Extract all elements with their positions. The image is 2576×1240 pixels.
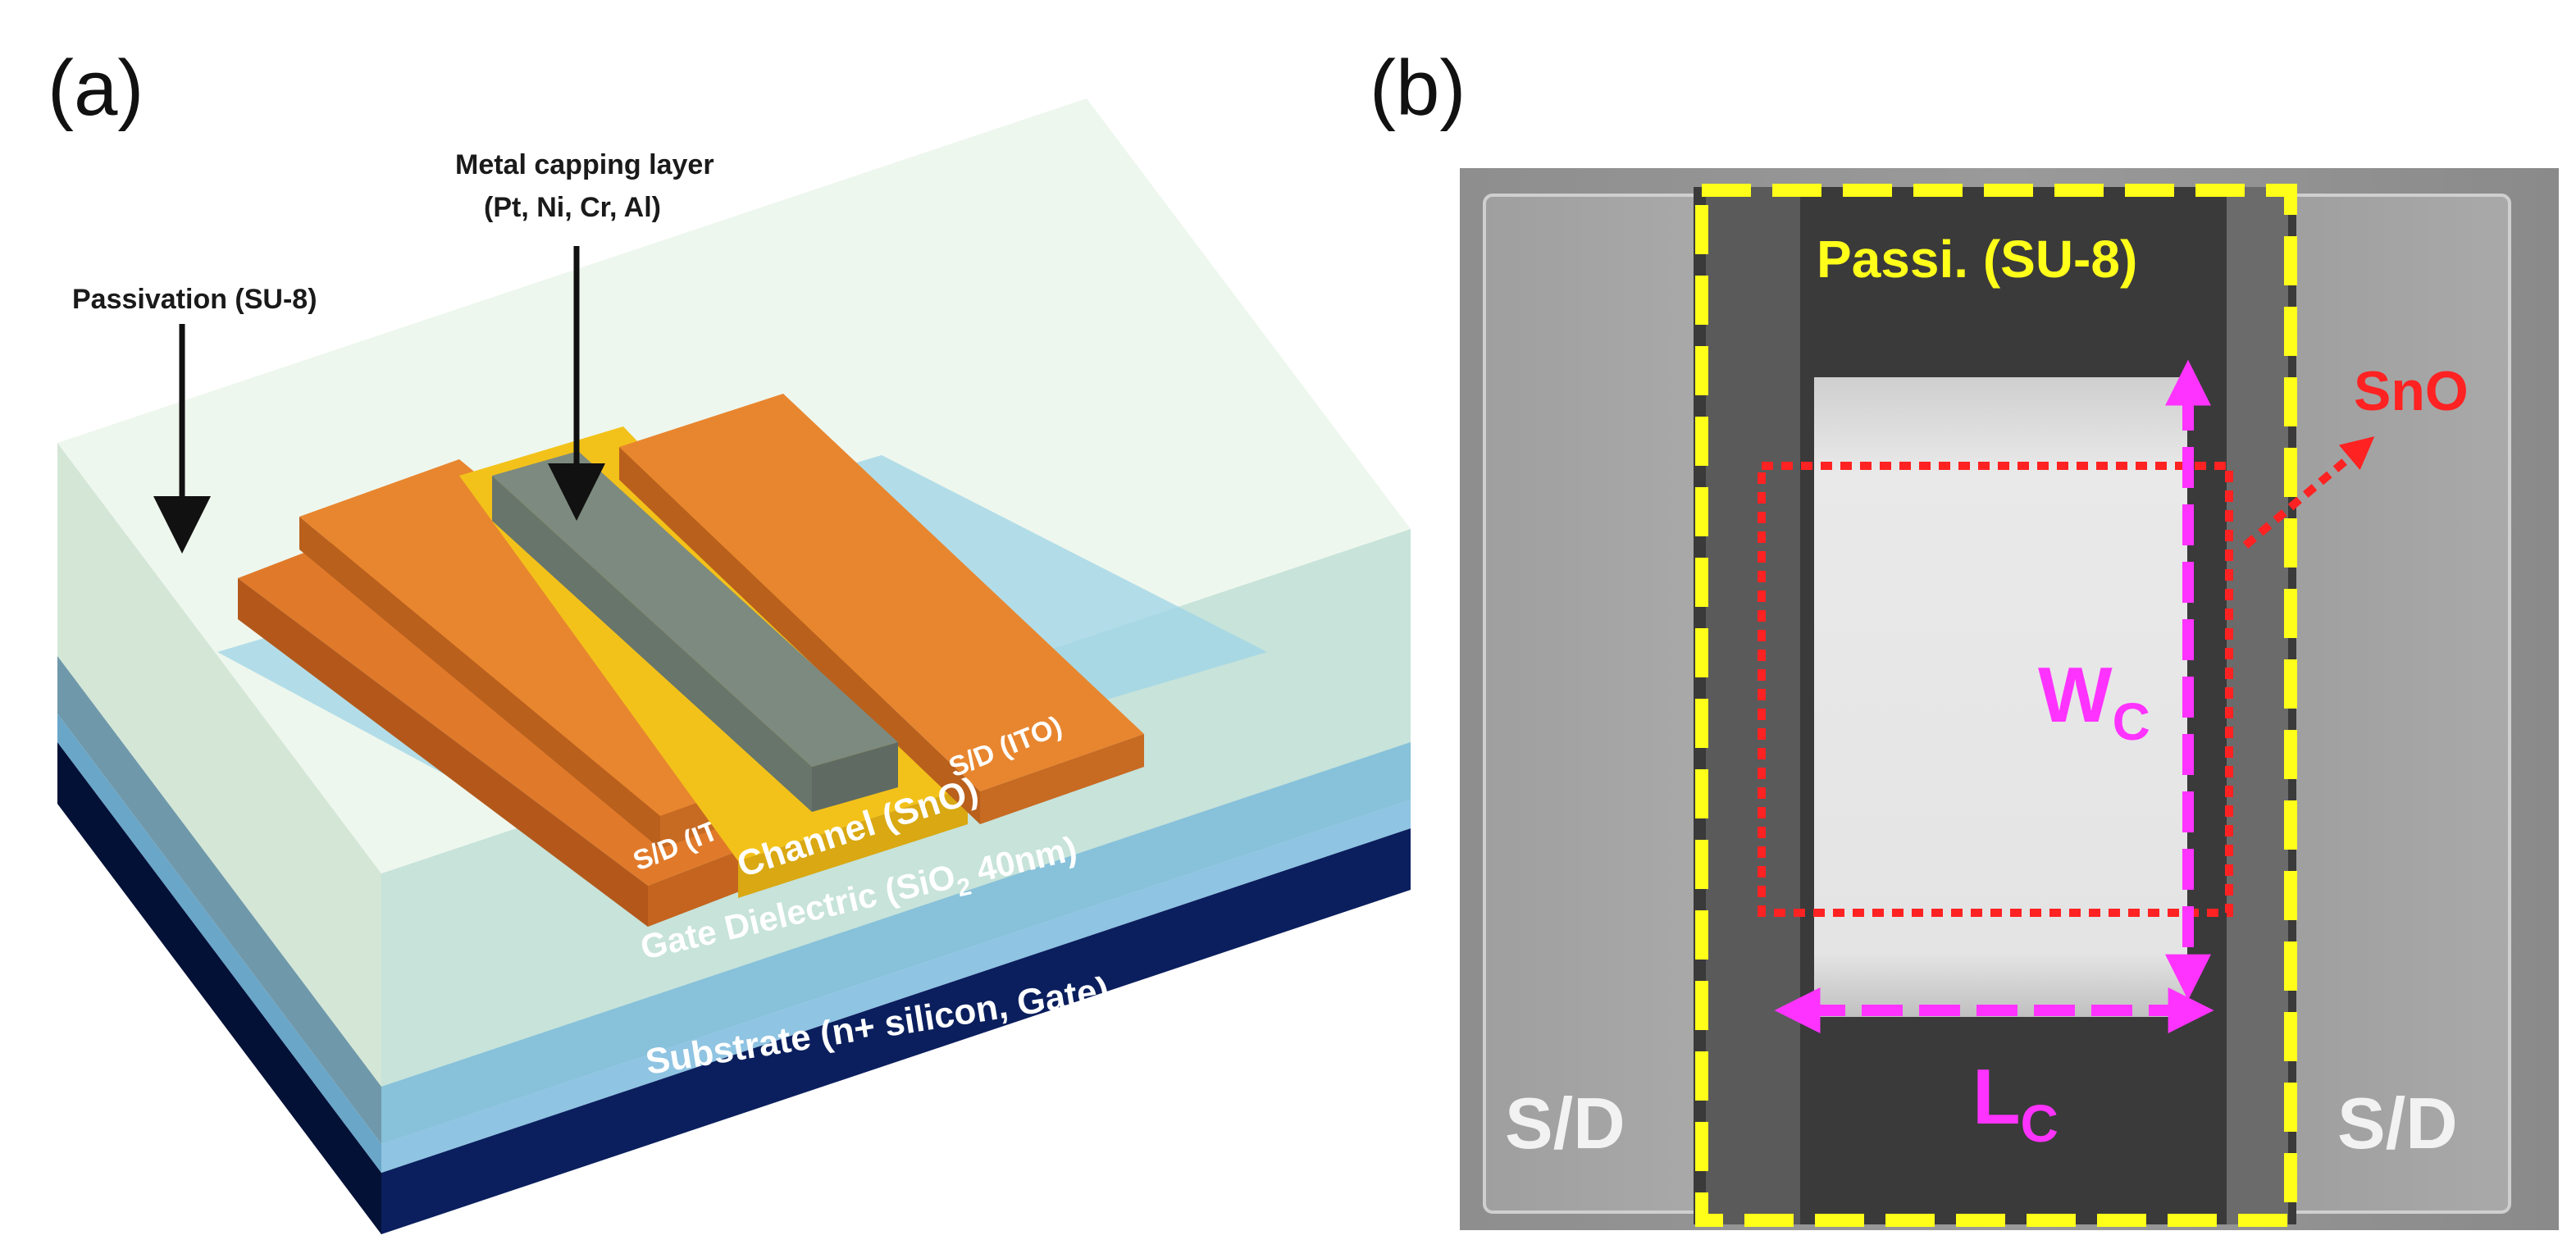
substrate-layer: [57, 742, 1411, 1234]
panel-a: (a): [48, 44, 1411, 1234]
passivation-label-micro: Passi. (SU-8): [1817, 230, 2137, 289]
passivation-outline: [1695, 184, 2297, 1227]
panel-b-label: (b): [1370, 44, 1466, 132]
passivation-inner-left: [1706, 187, 1800, 1224]
sd-label-right: S/D: [2337, 1083, 2458, 1164]
length-label: LC: [1972, 1053, 2059, 1153]
panel-b: (b) Passi. (SU-8) SnO S/D S/D WC LC: [1370, 44, 2559, 1230]
metal-capping-label-line1: Metal capping layer: [455, 149, 714, 180]
gate-dielectric-layer: [57, 713, 1411, 1173]
passivation-label: Passivation (SU-8): [72, 284, 317, 315]
sd-label-left: S/D: [1505, 1083, 1625, 1164]
passivation-inner-right: [2227, 187, 2288, 1224]
panel-a-label: (a): [48, 44, 144, 132]
sd-electrode-right: S/D (ITO): [619, 394, 1144, 824]
sd-pad-right: [2286, 194, 2511, 1214]
metal-capping-bar: [492, 451, 898, 812]
sno-label: SnO: [2354, 360, 2469, 422]
sd-pad-left: [1483, 194, 1707, 1214]
sno-pointer-arrow: [2242, 436, 2375, 549]
width-label: WC: [2038, 651, 2150, 751]
metal-capping-label-line2: (Pt, Ni, Cr, Al): [484, 192, 661, 223]
sno-outline: [1758, 462, 2233, 917]
